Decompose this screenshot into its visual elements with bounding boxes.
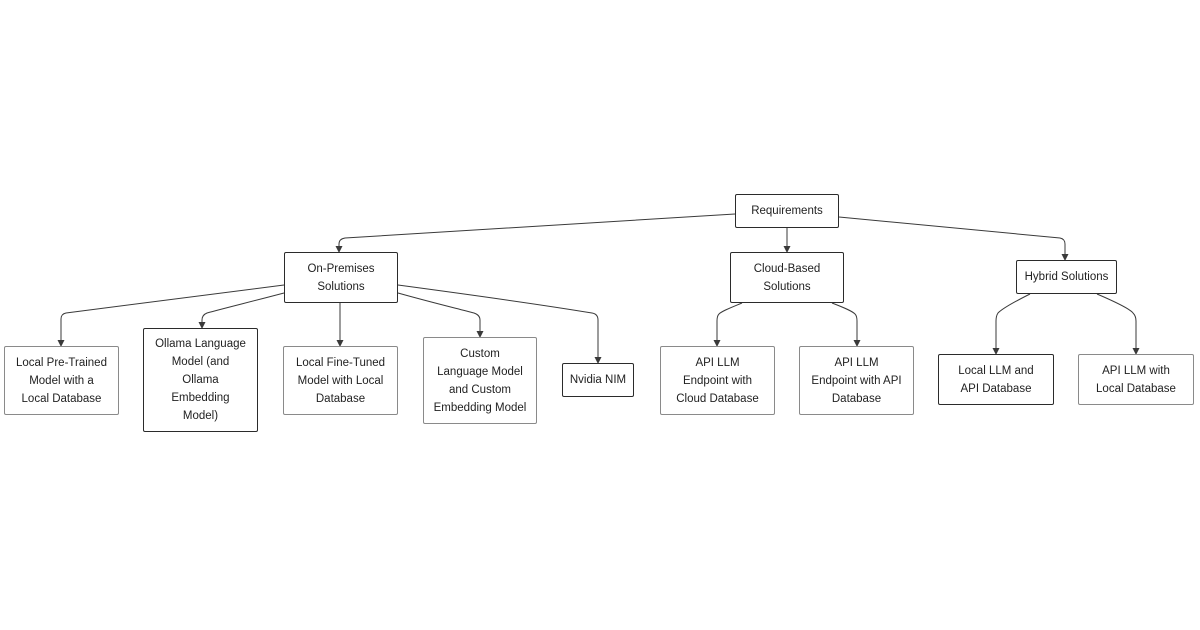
edge-cloud-based-to-api-llm-cloud xyxy=(713,302,743,347)
node-nvidia-nim[interactable]: Nvidia NIM xyxy=(562,363,634,397)
node-api-llm-local-label: API LLM with Local Database xyxy=(1096,364,1176,395)
node-ollama-label: Ollama Language Model (and Ollama Embedd… xyxy=(155,338,246,422)
edge-on-premises-to-ollama xyxy=(198,292,285,329)
edge-hybrid-to-local-llm-api xyxy=(992,293,1031,355)
node-requirements[interactable]: Requirements xyxy=(735,194,839,228)
edge-on-premises-to-nvidia xyxy=(397,284,602,364)
node-cloud-based-label: Cloud-Based Solutions xyxy=(753,262,821,293)
node-local-pretrained-label: Local Pre-Trained Model with a Local Dat… xyxy=(16,356,107,405)
node-api-llm-cloud-label: API LLM Endpoint with Cloud Database xyxy=(676,356,759,405)
edge-requirements-to-on-premises xyxy=(335,213,736,253)
node-api-llm-api-label: API LLM Endpoint with API Database xyxy=(811,356,902,405)
node-hybrid-label: Hybrid Solutions xyxy=(1024,271,1109,283)
node-requirements-label: Requirements xyxy=(751,205,823,217)
edge-requirements-to-hybrid xyxy=(838,216,1069,261)
node-on-premises-label: On-Premises Solutions xyxy=(307,262,375,293)
node-custom[interactable]: Custom Language Model and Custom Embeddi… xyxy=(423,337,537,424)
node-ollama[interactable]: Ollama Language Model (and Ollama Embedd… xyxy=(143,328,258,432)
node-cloud-based[interactable]: Cloud-Based Solutions xyxy=(730,252,844,303)
edge-cloud-based-to-api-llm-api xyxy=(831,302,861,347)
node-api-llm-api[interactable]: API LLM Endpoint with API Database xyxy=(799,346,914,415)
node-nvidia-nim-label: Nvidia NIM xyxy=(569,374,627,386)
node-api-llm-local[interactable]: API LLM with Local Database xyxy=(1078,354,1194,405)
node-hybrid[interactable]: Hybrid Solutions xyxy=(1016,260,1117,294)
edge-on-premises-to-custom xyxy=(397,292,484,338)
node-local-pretrained[interactable]: Local Pre-Trained Model with a Local Dat… xyxy=(4,346,119,415)
node-on-premises[interactable]: On-Premises Solutions xyxy=(284,252,398,303)
node-local-llm-api[interactable]: Local LLM and API Database xyxy=(938,354,1054,405)
node-api-llm-cloud[interactable]: API LLM Endpoint with Cloud Database xyxy=(660,346,775,415)
node-custom-label: Custom Language Model and Custom Embeddi… xyxy=(433,347,527,414)
edge-hybrid-to-api-llm-local xyxy=(1096,293,1140,355)
node-local-finetuned-label: Local Fine-Tuned Model with Local Databa… xyxy=(295,356,386,405)
node-local-llm-api-label: Local LLM and API Database xyxy=(958,364,1034,395)
edge-on-premises-to-local-pretrained xyxy=(57,284,285,347)
node-local-finetuned[interactable]: Local Fine-Tuned Model with Local Databa… xyxy=(283,346,398,415)
